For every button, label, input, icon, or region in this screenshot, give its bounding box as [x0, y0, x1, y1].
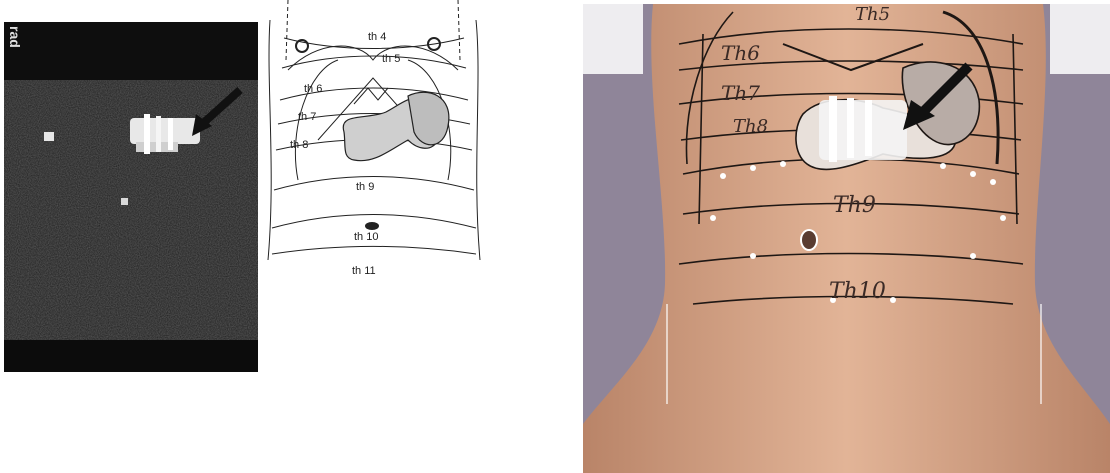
- segment-label-th6: th 6: [304, 83, 322, 95]
- small-spot: [121, 198, 128, 205]
- segment-label-th8: Th8: [733, 116, 768, 137]
- umbilicus-mark: [365, 222, 379, 230]
- segment-label-th9: th 9: [356, 181, 374, 193]
- segment-label-th9: Th9: [833, 193, 876, 218]
- segment-label-th10: Th10: [829, 279, 886, 304]
- segment-label-th6: Th6: [721, 41, 760, 65]
- torso-outline-left: [268, 20, 271, 260]
- segment-label-th7: Th7: [721, 81, 760, 105]
- abdomen-photo: Th5 Th6 Th7 Th8 Th9 Th10: [583, 4, 1110, 473]
- segment-label-th5: th 5: [382, 53, 400, 65]
- segment-label-th10: th 10: [354, 231, 378, 243]
- uptake-overlay: [819, 96, 907, 162]
- small-spot: [44, 132, 54, 141]
- segment-label-th8: th 8: [290, 139, 308, 151]
- scan-image: rad: [4, 22, 258, 372]
- torso-outline-right: [476, 20, 480, 260]
- umbilicus-mark: [801, 230, 817, 250]
- dermatome-diagram: th 4 th 5 th 6 th 7 th 8 th 9 th 10 th 1…: [258, 0, 488, 285]
- scan-corner-label: rad: [7, 26, 23, 48]
- segment-label-th11: th 11: [352, 265, 376, 277]
- segment-label-th7: th 7: [298, 111, 316, 123]
- segment-label-th4: th 4: [368, 31, 386, 43]
- segment-label-th5: Th5: [855, 4, 890, 25]
